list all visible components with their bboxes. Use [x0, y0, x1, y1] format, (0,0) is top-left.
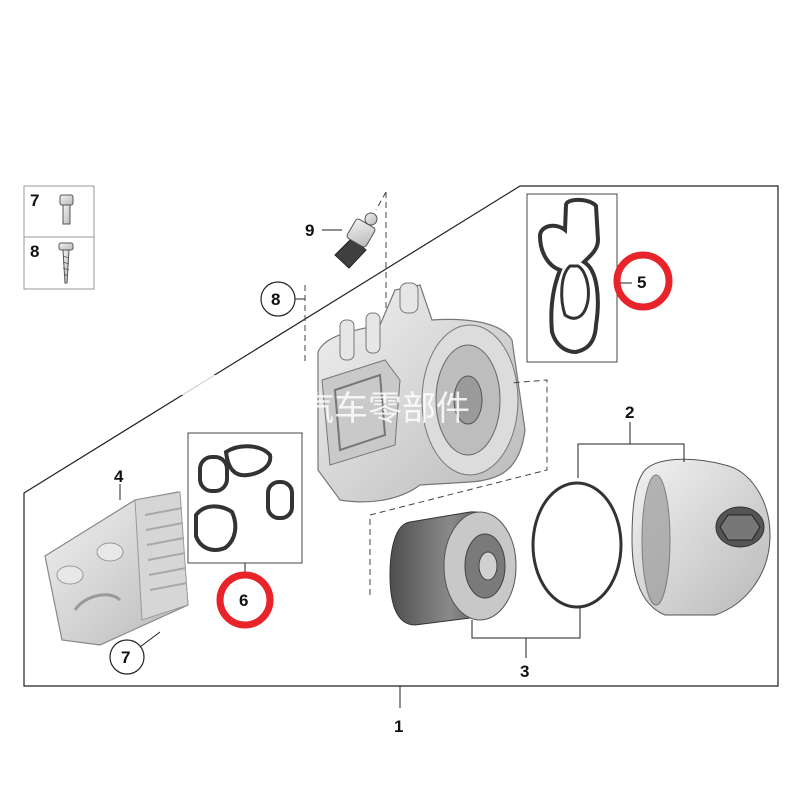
o-ring — [531, 481, 623, 609]
filter-cap — [631, 458, 771, 616]
oil-pressure-sensor — [322, 191, 387, 370]
watermark: 汽车零部件 — [300, 389, 470, 429]
callout-1: 1 — [394, 717, 403, 736]
callout-9: 9 — [305, 221, 314, 240]
screw-icon — [58, 242, 74, 284]
oil-filter-element — [389, 511, 517, 626]
oil-filter-housing — [317, 282, 526, 503]
callout-3: 3 — [520, 662, 529, 681]
callout-6-highlight — [216, 571, 274, 629]
housing-gasket — [526, 193, 618, 363]
assembly-frame — [23, 185, 779, 687]
callout-5-highlight — [613, 251, 673, 311]
callout-6: 6 — [239, 591, 248, 610]
callout-7: 7 — [121, 648, 130, 667]
legend-callout-8: 8 — [30, 242, 39, 261]
fastener-legend: 7 8 — [23, 185, 95, 290]
legend-callout-7: 7 — [30, 191, 39, 210]
bolt-icon — [59, 194, 74, 225]
oil-cooler — [44, 484, 189, 646]
callout-4: 4 — [114, 467, 124, 486]
gasket-set — [187, 432, 303, 564]
callout-8: 8 — [271, 290, 280, 309]
callout-5: 5 — [637, 273, 646, 292]
callout-2: 2 — [625, 403, 634, 422]
callout-7-marker — [109, 639, 145, 675]
callout-8-marker — [260, 281, 306, 365]
watermark-band — [60, 375, 290, 395]
